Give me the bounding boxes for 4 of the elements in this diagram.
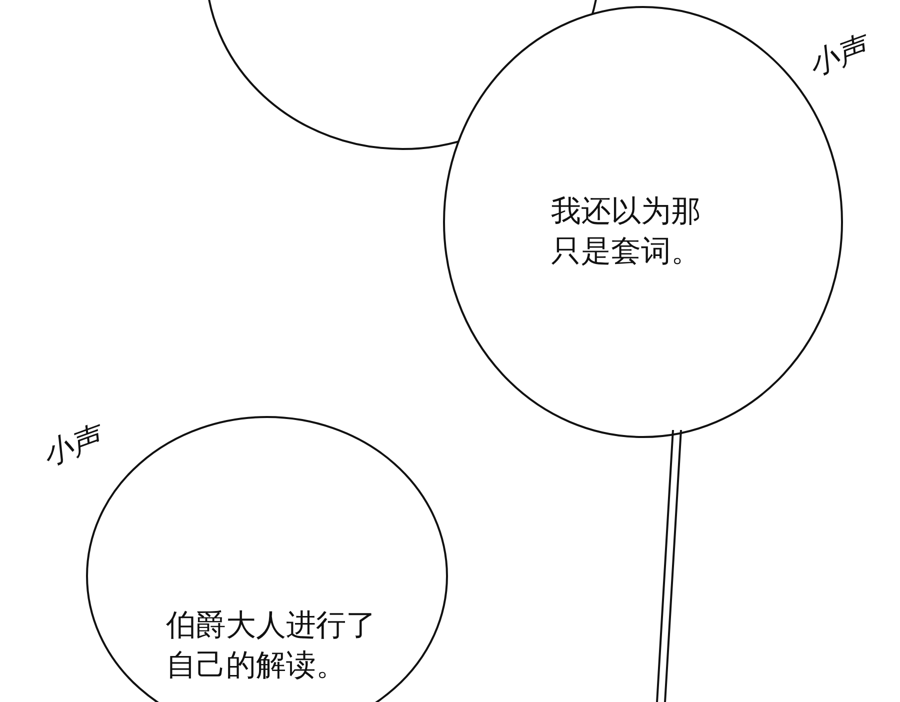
sound-effect-text: 小声 <box>36 418 108 476</box>
sound-effect-text: 小声 <box>802 28 874 86</box>
speech-text: 我还以为那只是套词。 <box>551 193 702 271</box>
speech-text: 伯爵大人进行了自己的解读。 <box>166 607 377 685</box>
